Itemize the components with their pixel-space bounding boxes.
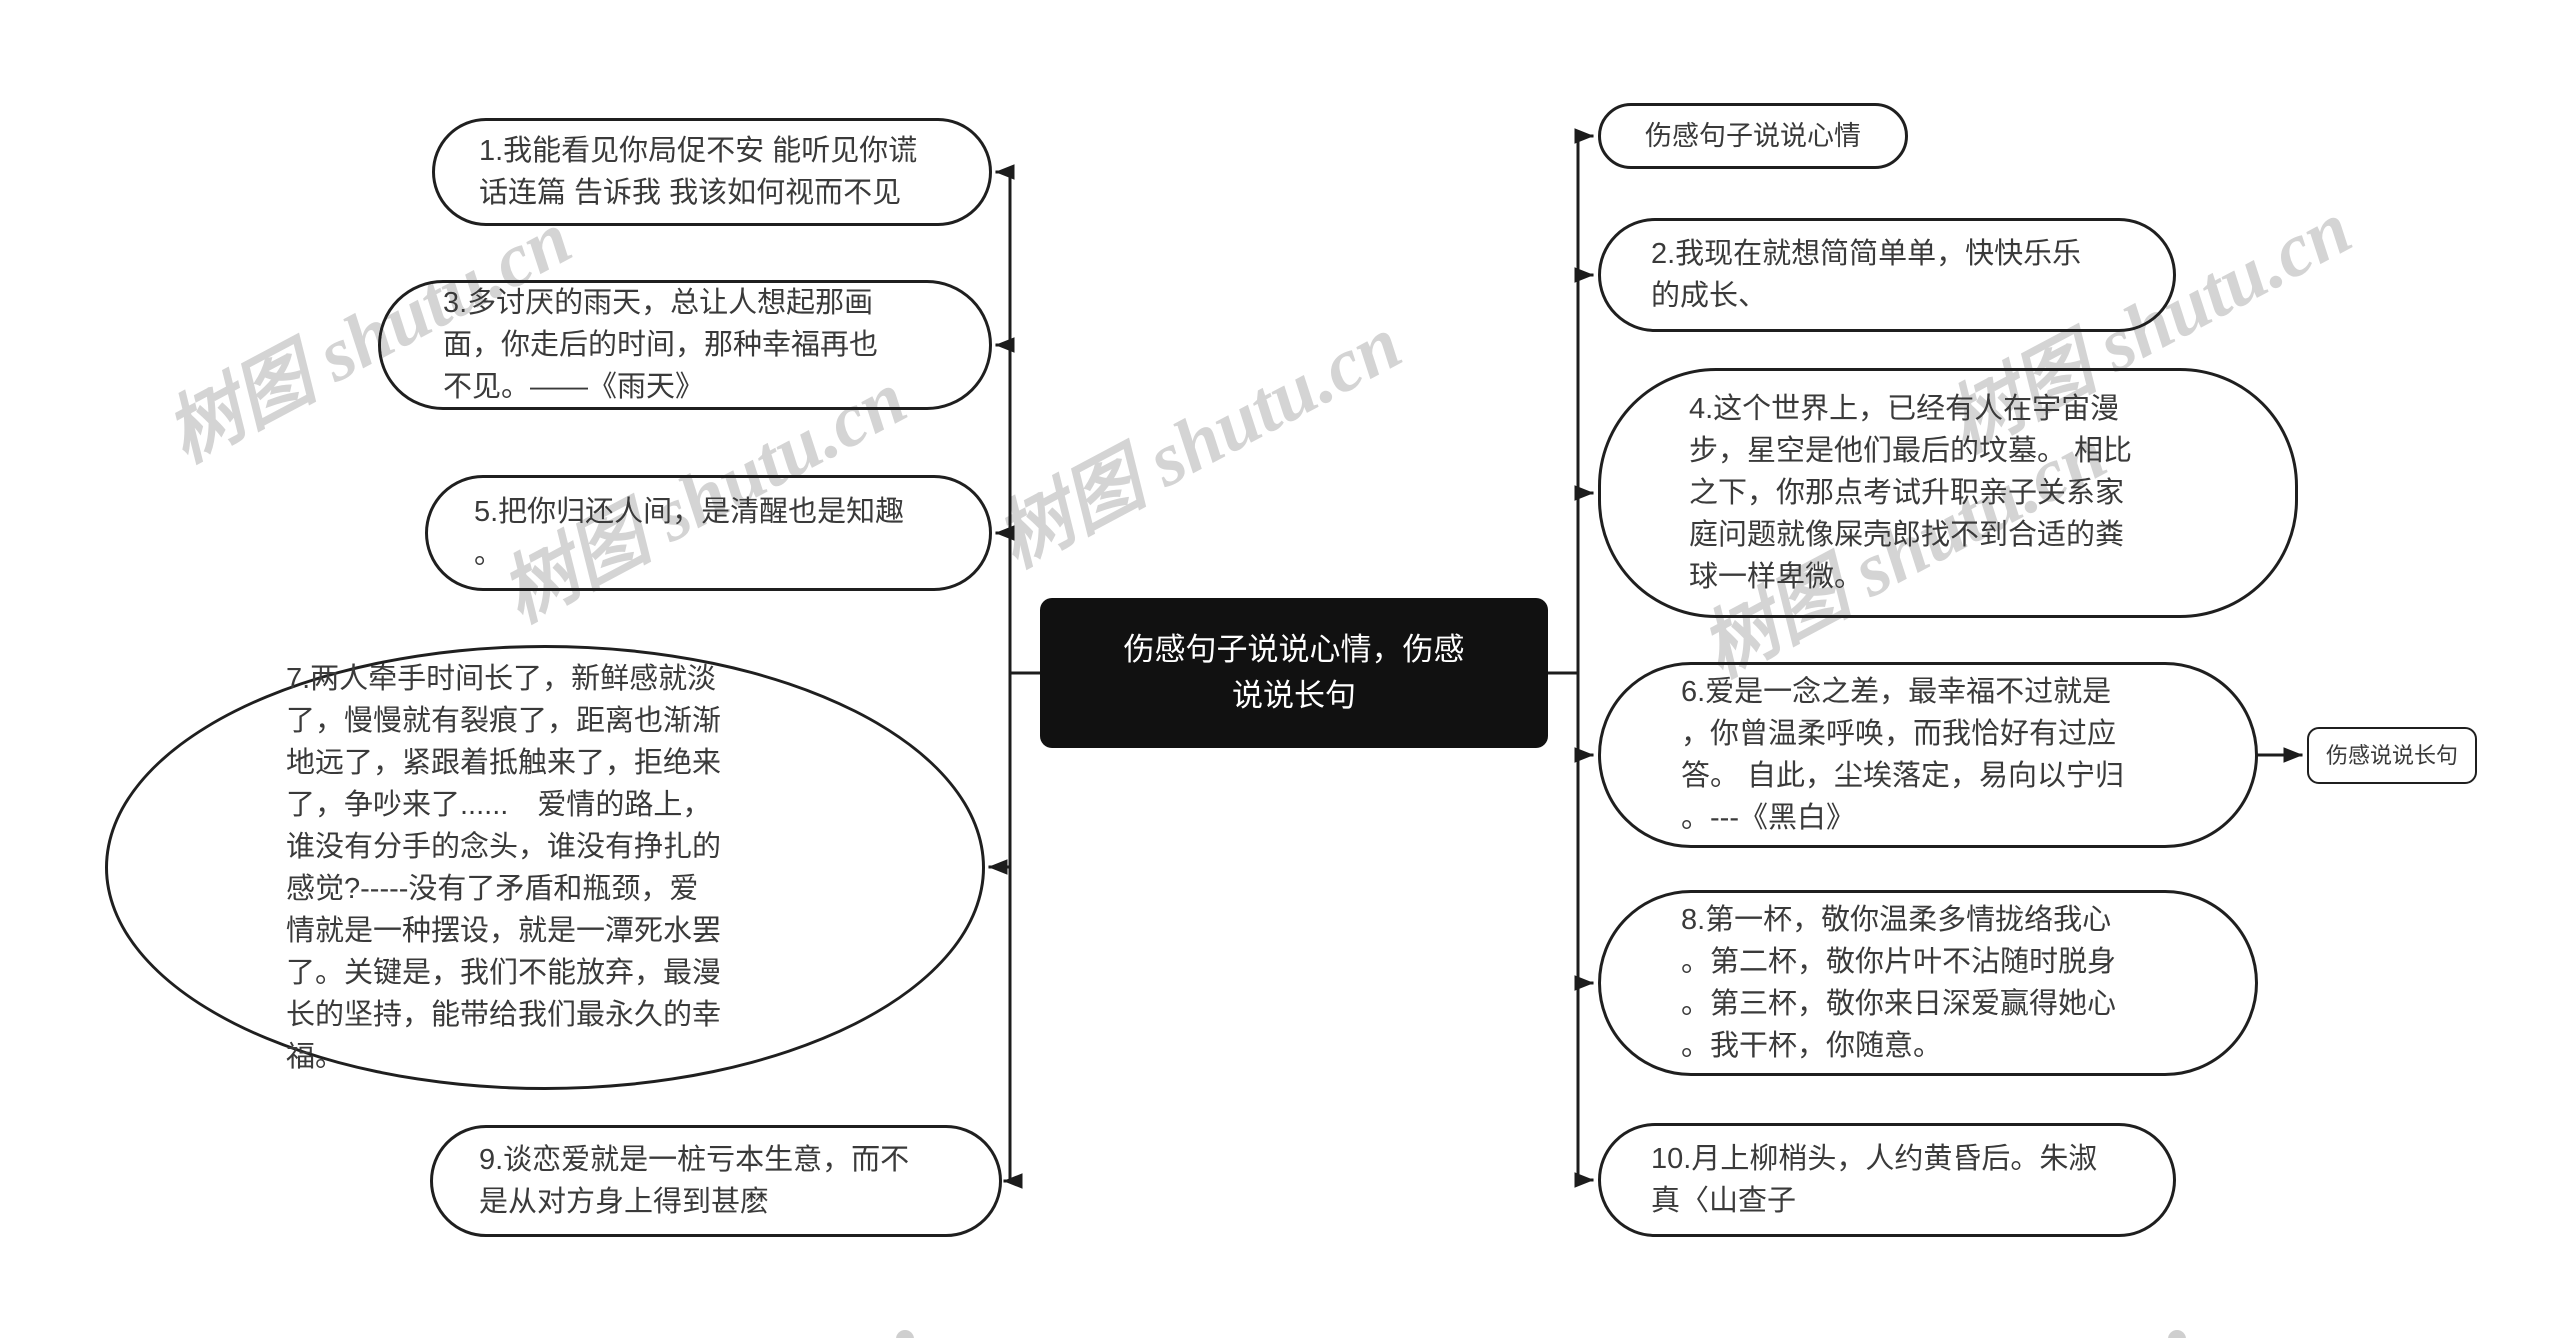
root-node-text: 伤感句子说说心情，伤感 说说长句: [1123, 632, 1465, 713]
right-node-10[interactable]: 10.月上柳梢头，人约黄昏后。朱淑 真〈山查子: [1598, 1123, 2176, 1237]
side-tag-node-text: 伤感说说长句: [2325, 742, 2458, 768]
root-node[interactable]: 伤感句子说说心情，伤感 说说长句: [1040, 598, 1548, 748]
right-node-8-text: 8.第一杯，敬你温柔多情拢络我心 。第二杯，敬你片叶不沾随时脱身 。第三杯，敬你…: [1681, 904, 2117, 1062]
right-node-top-text: 伤感句子说说心情: [1645, 121, 1861, 151]
right-node-2[interactable]: 2.我现在就想简简单单，快快乐乐 的成长、: [1598, 218, 2176, 332]
right-node-2-text: 2.我现在就想简简单单，快快乐乐 的成长、: [1651, 238, 2082, 312]
left-node-7-text: 7.两人牵手时间长了，新鲜感就淡 了，慢慢就有裂痕了，距离也渐渐 地远了，紧跟着…: [286, 662, 722, 1073]
left-node-5-text: 5.把你归还人间，是清醒也是知趣 。: [474, 496, 905, 570]
left-node-3-text: 3.多讨厌的雨天，总让人想起那画 面，你走后的时间，那种幸福再也 不见。——《雨…: [443, 287, 879, 403]
left-node-1[interactable]: 1.我能看见你局促不安 能听见你谎 话连篇 告诉我 我该如何视而不见: [432, 118, 992, 226]
side-tag-node[interactable]: 伤感说说长句: [2307, 727, 2477, 784]
left-node-5[interactable]: 5.把你归还人间，是清醒也是知趣 。: [425, 475, 992, 591]
right-node-10-text: 10.月上柳梢头，人约黄昏后。朱淑 真〈山查子: [1651, 1143, 2098, 1217]
right-node-6[interactable]: 6.爱是一念之差，最幸福不过就是 ，你曾温柔呼唤，而我恰好有过应 答。 自此，尘…: [1598, 662, 2258, 848]
left-node-9[interactable]: 9.谈恋爱就是一桩亏本生意，而不 是从对方身上得到甚麽: [430, 1125, 1002, 1237]
right-node-4[interactable]: 4.这个世界上，已经有人在宇宙漫 步，星空是他们最后的坟墓。 相比 之下，你那点…: [1598, 368, 2298, 618]
left-node-3[interactable]: 3.多讨厌的雨天，总让人想起那画 面，你走后的时间，那种幸福再也 不见。——《雨…: [378, 280, 992, 410]
right-node-top[interactable]: 伤感句子说说心情: [1598, 103, 1908, 169]
left-node-1-text: 1.我能看见你局促不安 能听见你谎 话连篇 告诉我 我该如何视而不见: [479, 135, 918, 209]
right-node-4-text: 4.这个世界上，已经有人在宇宙漫 步，星空是他们最后的坟墓。 相比 之下，你那点…: [1689, 393, 2133, 593]
left-node-7[interactable]: 7.两人牵手时间长了，新鲜感就淡 了，慢慢就有裂痕了，距离也渐渐 地远了，紧跟着…: [105, 645, 985, 1090]
left-node-9-text: 9.谈恋爱就是一桩亏本生意，而不 是从对方身上得到甚麽: [479, 1144, 910, 1218]
right-node-6-text: 6.爱是一念之差，最幸福不过就是 ，你曾温柔呼唤，而我恰好有过应 答。 自此，尘…: [1681, 676, 2125, 834]
right-node-8[interactable]: 8.第一杯，敬你温柔多情拢络我心 。第二杯，敬你片叶不沾随时脱身 。第三杯，敬你…: [1598, 890, 2258, 1076]
